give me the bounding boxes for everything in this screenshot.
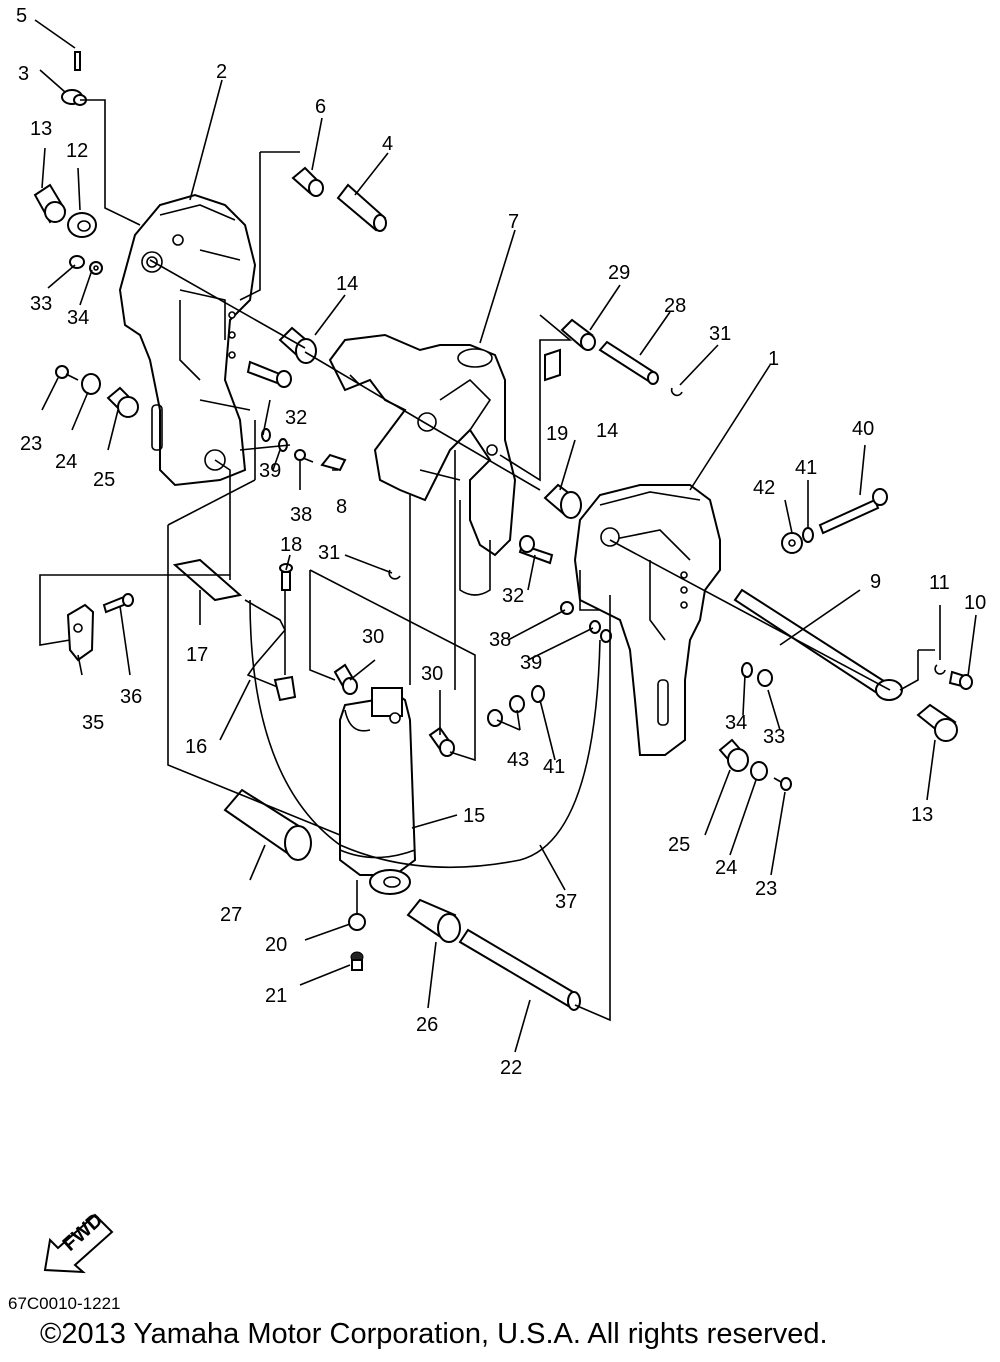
callout-25b: 25	[668, 834, 690, 856]
callout-3: 3	[18, 63, 29, 85]
callout-43: 43	[507, 749, 529, 771]
callout-13b: 13	[911, 804, 933, 826]
callout-25a: 25	[93, 469, 115, 491]
callout-26: 26	[416, 1014, 438, 1036]
callout-14b: 14	[596, 420, 618, 442]
callout-9: 9	[870, 571, 881, 593]
callout-15: 15	[463, 805, 485, 827]
callout-22: 22	[500, 1057, 522, 1079]
swivel-bracket	[328, 333, 517, 596]
callout-28: 28	[664, 295, 686, 317]
callout-8: 8	[336, 496, 347, 518]
callout-18: 18	[280, 534, 302, 556]
callout-17: 17	[186, 644, 208, 666]
callout-16: 16	[185, 736, 207, 758]
callout-37: 37	[555, 891, 577, 913]
callout-30b: 30	[421, 663, 443, 685]
callout-36: 36	[120, 686, 142, 708]
callout-24b: 24	[715, 857, 737, 879]
callout-23b: 23	[755, 878, 777, 900]
callout-20: 20	[265, 934, 287, 956]
callout-11: 11	[929, 572, 950, 594]
callout-39b: 39	[520, 652, 542, 674]
callout-1: 1	[768, 348, 779, 370]
callout-31b: 31	[318, 542, 340, 564]
left-clamp-bracket	[118, 193, 257, 487]
callout-34b: 34	[725, 712, 747, 734]
callout-33a: 33	[30, 293, 52, 315]
callout-40: 40	[852, 418, 874, 440]
drawing-code: 67C0010-1221	[8, 1294, 121, 1313]
callout-33b: 33	[763, 726, 785, 748]
callout-29: 29	[608, 262, 630, 284]
callout-19: 19	[546, 423, 568, 445]
callout-21: 21	[265, 985, 287, 1007]
callout-41a: 41	[795, 457, 817, 479]
callout-13a: 13	[30, 118, 52, 140]
tilt-cylinder	[339, 687, 417, 895]
callout-2: 2	[216, 61, 227, 83]
callout-24a: 24	[55, 451, 77, 473]
callout-12: 12	[66, 140, 88, 162]
callout-38b: 38	[489, 629, 511, 651]
callout-7: 7	[508, 211, 519, 233]
fwd-arrow-icon: FWD	[43, 1209, 114, 1274]
callout-10: 10	[964, 592, 986, 614]
callout-32a: 32	[285, 407, 307, 429]
callout-27: 27	[220, 904, 242, 926]
callout-14a: 14	[336, 273, 358, 295]
callout-5: 5	[16, 5, 27, 27]
copyright-notice: ©2013 Yamaha Motor Corporation, U.S.A. A…	[40, 1318, 828, 1350]
callout-34a: 34	[67, 307, 89, 329]
callout-31a: 31	[709, 323, 731, 345]
callout-4: 4	[382, 133, 393, 155]
callout-labels: 1 2 3 4 5 6 7 8 9 10 11 12 13 13 14 14 1…	[16, 5, 986, 1079]
callout-41b: 41	[543, 756, 565, 778]
callout-30a: 30	[362, 626, 384, 648]
right-clamp-bracket	[573, 484, 721, 756]
callout-38a: 38	[290, 504, 312, 526]
callout-39a: 39	[259, 460, 281, 482]
callout-6: 6	[315, 96, 326, 118]
callout-23a: 23	[20, 433, 42, 455]
callout-32b: 32	[502, 585, 524, 607]
callout-35: 35	[82, 712, 104, 734]
leader-lines	[34, 19, 977, 1053]
callout-42: 42	[753, 477, 775, 499]
